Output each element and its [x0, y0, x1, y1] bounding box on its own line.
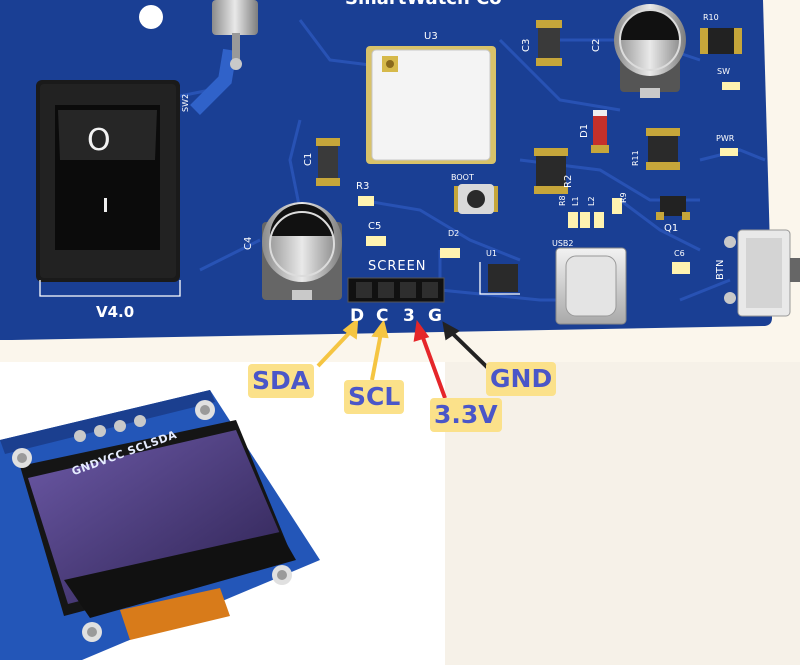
wire-arrows [316, 317, 492, 399]
label-r3: R3 [356, 181, 370, 192]
label-d2: D2 [448, 229, 460, 238]
board-title: SmartWatch Co [345, 0, 502, 8]
screen-header-label: SCREEN [368, 259, 427, 274]
label-r9: R9 [619, 192, 628, 203]
label-sw: SW [717, 67, 730, 76]
label-r10: R10 [703, 13, 719, 22]
label-c3: C3 [521, 38, 532, 52]
label-r11: R11 [631, 150, 640, 166]
label-c2: C2 [591, 38, 602, 52]
label-l2: L2 [587, 196, 596, 206]
label-btn: BTN [715, 259, 726, 280]
label-l1: L1 [571, 196, 580, 206]
label-q1: Q1 [664, 223, 679, 234]
label-c6: C6 [674, 249, 685, 258]
wire-label-sda: SDA [248, 364, 315, 398]
label-r2: R2 [563, 174, 574, 188]
c4-capacitor [262, 202, 342, 300]
oled-module [0, 390, 320, 660]
usb-c-port [555, 247, 627, 325]
rocker-switch [36, 80, 180, 282]
label-c5: C5 [368, 221, 382, 232]
wire-label-vcc: 3.3V [430, 398, 502, 432]
wire-label-gnd: GND [486, 362, 557, 396]
label-c1: C1 [303, 152, 314, 166]
label-pwr: PWR [716, 134, 735, 143]
board-version: V4.0 [96, 303, 135, 321]
switch-on-symbol: O [87, 123, 111, 158]
pin-label-sda: D [350, 306, 365, 326]
label-d1: D1 [579, 123, 590, 138]
pin-label-scl: C [376, 306, 389, 326]
wire-label-scl: SCL [344, 380, 405, 414]
label-u3: U3 [424, 31, 438, 42]
label-usb2: USB2 [552, 239, 574, 248]
u3-module [366, 46, 496, 164]
label-r8: R8 [558, 195, 567, 206]
c2-capacitor [614, 4, 686, 98]
right-background [445, 362, 800, 665]
pin-label-gnd: G [428, 306, 442, 326]
pin-label-vcc: 3 [403, 306, 415, 326]
side-button [724, 229, 800, 317]
label-sw2: SW2 [181, 93, 190, 112]
label-u1: U1 [486, 249, 497, 258]
label-c4: C4 [243, 236, 254, 250]
label-boot: BOOT [451, 173, 474, 182]
